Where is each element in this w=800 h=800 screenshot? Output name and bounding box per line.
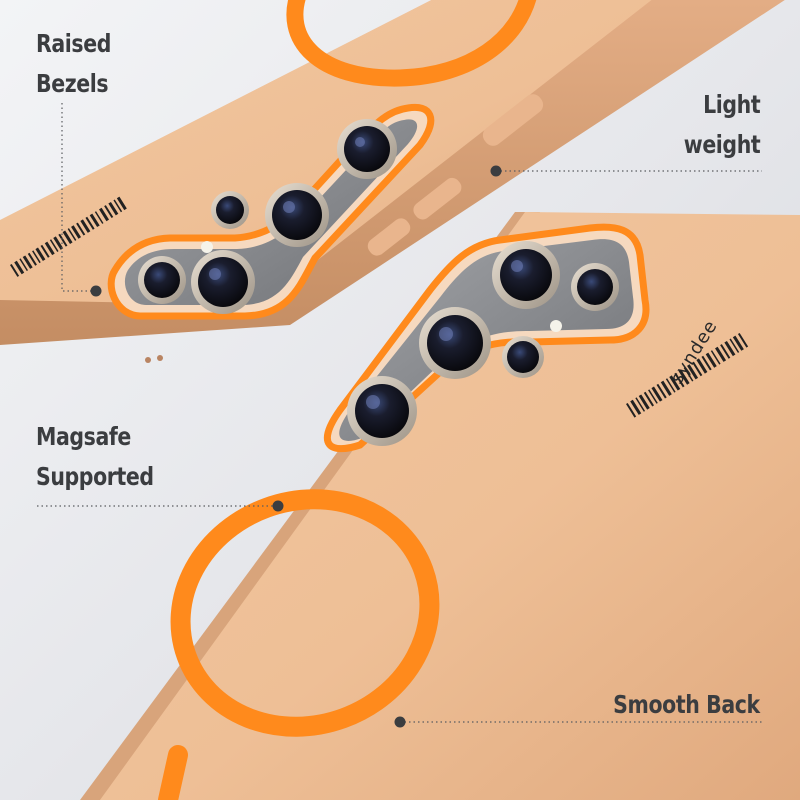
label-line: Bezels [36, 69, 109, 98]
callout-dot-light-weight [490, 165, 502, 177]
callout-dot-raised-bezels [90, 285, 102, 297]
label-line: Smooth Back [613, 690, 760, 719]
magsafe-ring [170, 489, 440, 737]
camera-lens [492, 241, 560, 309]
camera-module-bottom [324, 223, 650, 453]
callout-lines [37, 103, 762, 723]
label-light-weight: Light weight [683, 85, 761, 165]
label-line: Supported [36, 462, 154, 491]
camera-module-top [107, 103, 435, 320]
magsafe-ring-top [286, 0, 537, 87]
label-line: Raised [36, 29, 111, 58]
camera-lens [347, 376, 417, 446]
magsafe-tail [158, 745, 188, 800]
callout-dot-smooth-back [394, 716, 406, 728]
callout-dots [90, 165, 502, 728]
barcode-top [10, 196, 127, 277]
camera-lens [337, 119, 397, 179]
camera-lens [502, 336, 544, 378]
camera-lens [265, 183, 329, 247]
label-smooth-back: Smooth Back [613, 685, 760, 725]
label-line: Light [702, 90, 761, 119]
label-raised-bezels: Raised Bezels [36, 24, 111, 104]
flash [201, 241, 213, 253]
callout-dot-magsafe [272, 500, 284, 512]
label-magsafe-supported: Magsafe Supported [36, 417, 154, 497]
label-line: Magsafe [36, 422, 131, 451]
barcode-bottom [626, 332, 749, 418]
top-phone-case [0, 0, 785, 363]
camera-lens [419, 307, 491, 379]
side-buttons [367, 94, 544, 256]
camera-lens [191, 250, 255, 314]
camera-lens [211, 191, 249, 229]
bottom-phone-case: syndee [80, 212, 800, 800]
camera-lens [138, 256, 186, 304]
camera-lens [571, 263, 619, 311]
label-line: weight [683, 130, 761, 159]
flash [550, 320, 562, 332]
